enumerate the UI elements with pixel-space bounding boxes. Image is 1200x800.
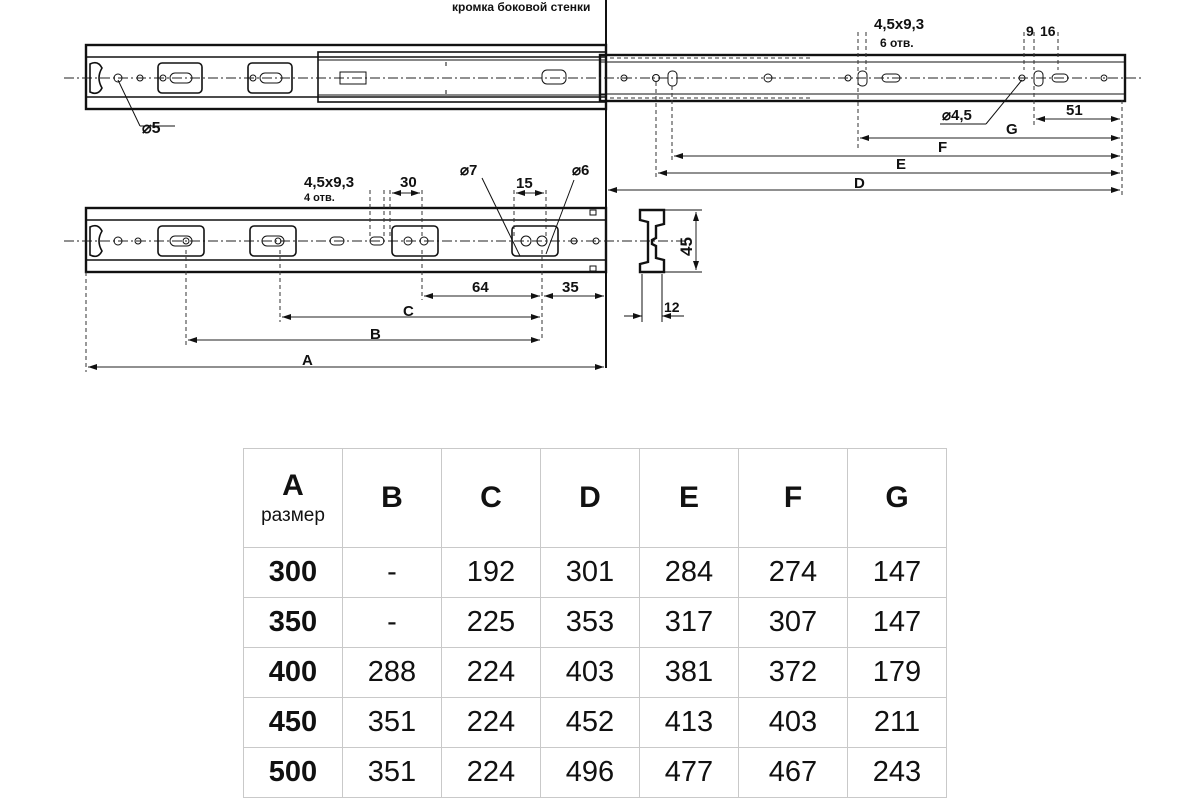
top-dim-51: 51	[1066, 102, 1083, 119]
top-dim-16: 16	[1040, 23, 1056, 39]
table-cell: 351	[342, 697, 442, 748]
table-cell: 224	[441, 647, 541, 698]
profile-width: 12	[664, 299, 680, 315]
table-cell: 147	[847, 547, 947, 598]
table-cell: 381	[639, 647, 739, 698]
col-header-G: G	[847, 448, 947, 548]
bottom-dimensions: 4,5x9,3 4 отв. 30 ⌀7 15 ⌀6 64 35 C B A	[85, 162, 604, 372]
table-cell: 147	[847, 597, 947, 648]
table-cell: 452	[540, 697, 640, 748]
table-cell: 350	[243, 597, 343, 648]
profile-height: 45	[677, 237, 696, 256]
table-cell: 300	[243, 547, 343, 598]
table-cell: 403	[540, 647, 640, 698]
table-cell: 496	[540, 747, 640, 798]
bottom-letter-A: A	[302, 352, 313, 369]
bottom-dim-15: 15	[516, 175, 533, 192]
table-cell: 301	[540, 547, 640, 598]
col-header-F: F	[738, 448, 848, 548]
table-row: 350 - 225 353 317 307 147	[243, 597, 947, 648]
table-cell: 284	[639, 547, 739, 598]
top-dia-4-5: ⌀4,5	[942, 107, 972, 124]
table-cell: -	[342, 597, 442, 648]
table-cell: 211	[847, 697, 947, 748]
table-row: 300 - 192 301 284 274 147	[243, 547, 947, 598]
table-cell: 274	[738, 547, 848, 598]
table-cell: 307	[738, 597, 848, 648]
table-cell: 353	[540, 597, 640, 648]
table-cell: 400	[243, 647, 343, 698]
col-header-E: E	[639, 448, 739, 548]
top-letter-F: F	[938, 139, 947, 156]
table-cell: 224	[441, 697, 541, 748]
col-header-D: D	[540, 448, 640, 548]
col-header-C: C	[441, 448, 541, 548]
bottom-hole-count: 4 отв.	[304, 192, 335, 204]
table-cell: 317	[639, 597, 739, 648]
bottom-slide	[64, 206, 686, 274]
bottom-dim-64: 64	[472, 279, 489, 296]
top-letter-D: D	[854, 175, 865, 192]
table-cell: 179	[847, 647, 947, 698]
bottom-dia-7: ⌀7	[460, 162, 477, 179]
top-letter-E: E	[896, 156, 906, 173]
table-cell: 477	[639, 747, 739, 798]
bottom-dim-30: 30	[400, 174, 417, 191]
table-cell: 351	[342, 747, 442, 798]
col-header-A-sub: размер	[261, 505, 325, 526]
table-cell: 467	[738, 747, 848, 798]
rail-cross-section: 45 12	[624, 208, 702, 322]
table-cell: 225	[441, 597, 541, 648]
bottom-dim-35: 35	[562, 279, 579, 296]
col-header-B: B	[342, 448, 442, 548]
table-cell: 500	[243, 747, 343, 798]
top-slide	[64, 43, 1142, 111]
table-row: 500 351 224 496 477 467 243	[243, 747, 947, 798]
table-cell: 450	[243, 697, 343, 748]
top-hole-count: 6 отв.	[880, 36, 914, 50]
table-cell: 243	[847, 747, 947, 798]
table-cell: 403	[738, 697, 848, 748]
bottom-letter-C: C	[403, 303, 414, 320]
bottom-dia-6: ⌀6	[572, 162, 589, 179]
table-cell: 413	[639, 697, 739, 748]
top-hole-size: 4,5x9,3	[874, 16, 924, 33]
top-letter-G: G	[1006, 121, 1018, 138]
wall-edge-label: кромка боковой стенки	[452, 0, 590, 14]
table-row: 400 288 224 403 381 372 179	[243, 647, 947, 698]
top-dim-9: 9	[1026, 23, 1034, 39]
top-dia-5: ⌀5	[142, 120, 161, 137]
table-cell: -	[342, 547, 442, 598]
top-dimensions: 4,5x9,3 6 отв. 9 16 ⌀5 ⌀4,5 51 G F E D	[117, 16, 1123, 196]
table-cell: 372	[738, 647, 848, 698]
slide-technical-drawing: кромка боковой стенки	[64, 0, 1142, 372]
table-cell: 288	[342, 647, 442, 698]
table-cell: 224	[441, 747, 541, 798]
table-row: 450 351 224 452 413 403 211	[243, 697, 947, 748]
bottom-hole-size: 4,5x9,3	[304, 174, 354, 191]
bottom-letter-B: B	[370, 326, 381, 343]
table-cell: 192	[441, 547, 541, 598]
